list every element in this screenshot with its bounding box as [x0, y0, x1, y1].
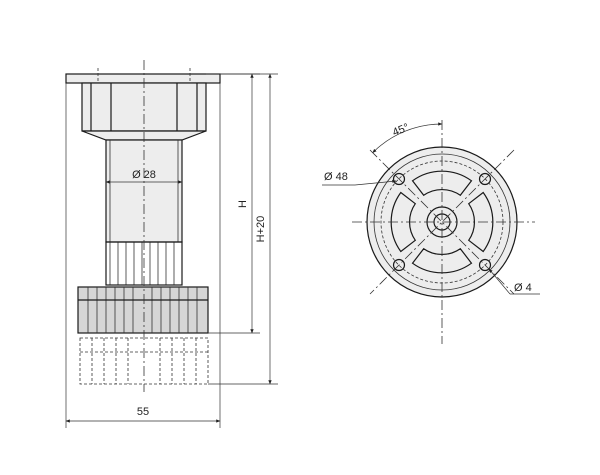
mounting-holes	[392, 172, 492, 272]
dim-height-h20: H+20	[255, 216, 267, 243]
side-view: Ø 28 H H+20 55	[65, 60, 278, 428]
slots	[390, 170, 494, 274]
top-view: 45° Ø 48 Ø 4	[322, 120, 540, 344]
top-plate	[65, 73, 221, 84]
dim-diameter-28: Ø 28	[132, 169, 156, 181]
dim-hole-4: Ø 4	[514, 282, 532, 294]
foot-collar-ribs	[87, 287, 198, 333]
foot-collar	[77, 286, 209, 334]
dim-diameter-48: Ø 48	[324, 171, 348, 183]
dim-height-h: H	[237, 200, 249, 208]
shaft-ribs	[109, 242, 175, 285]
dim-width-55: 55	[137, 406, 149, 418]
dim-angle-45: 45°	[391, 122, 411, 139]
